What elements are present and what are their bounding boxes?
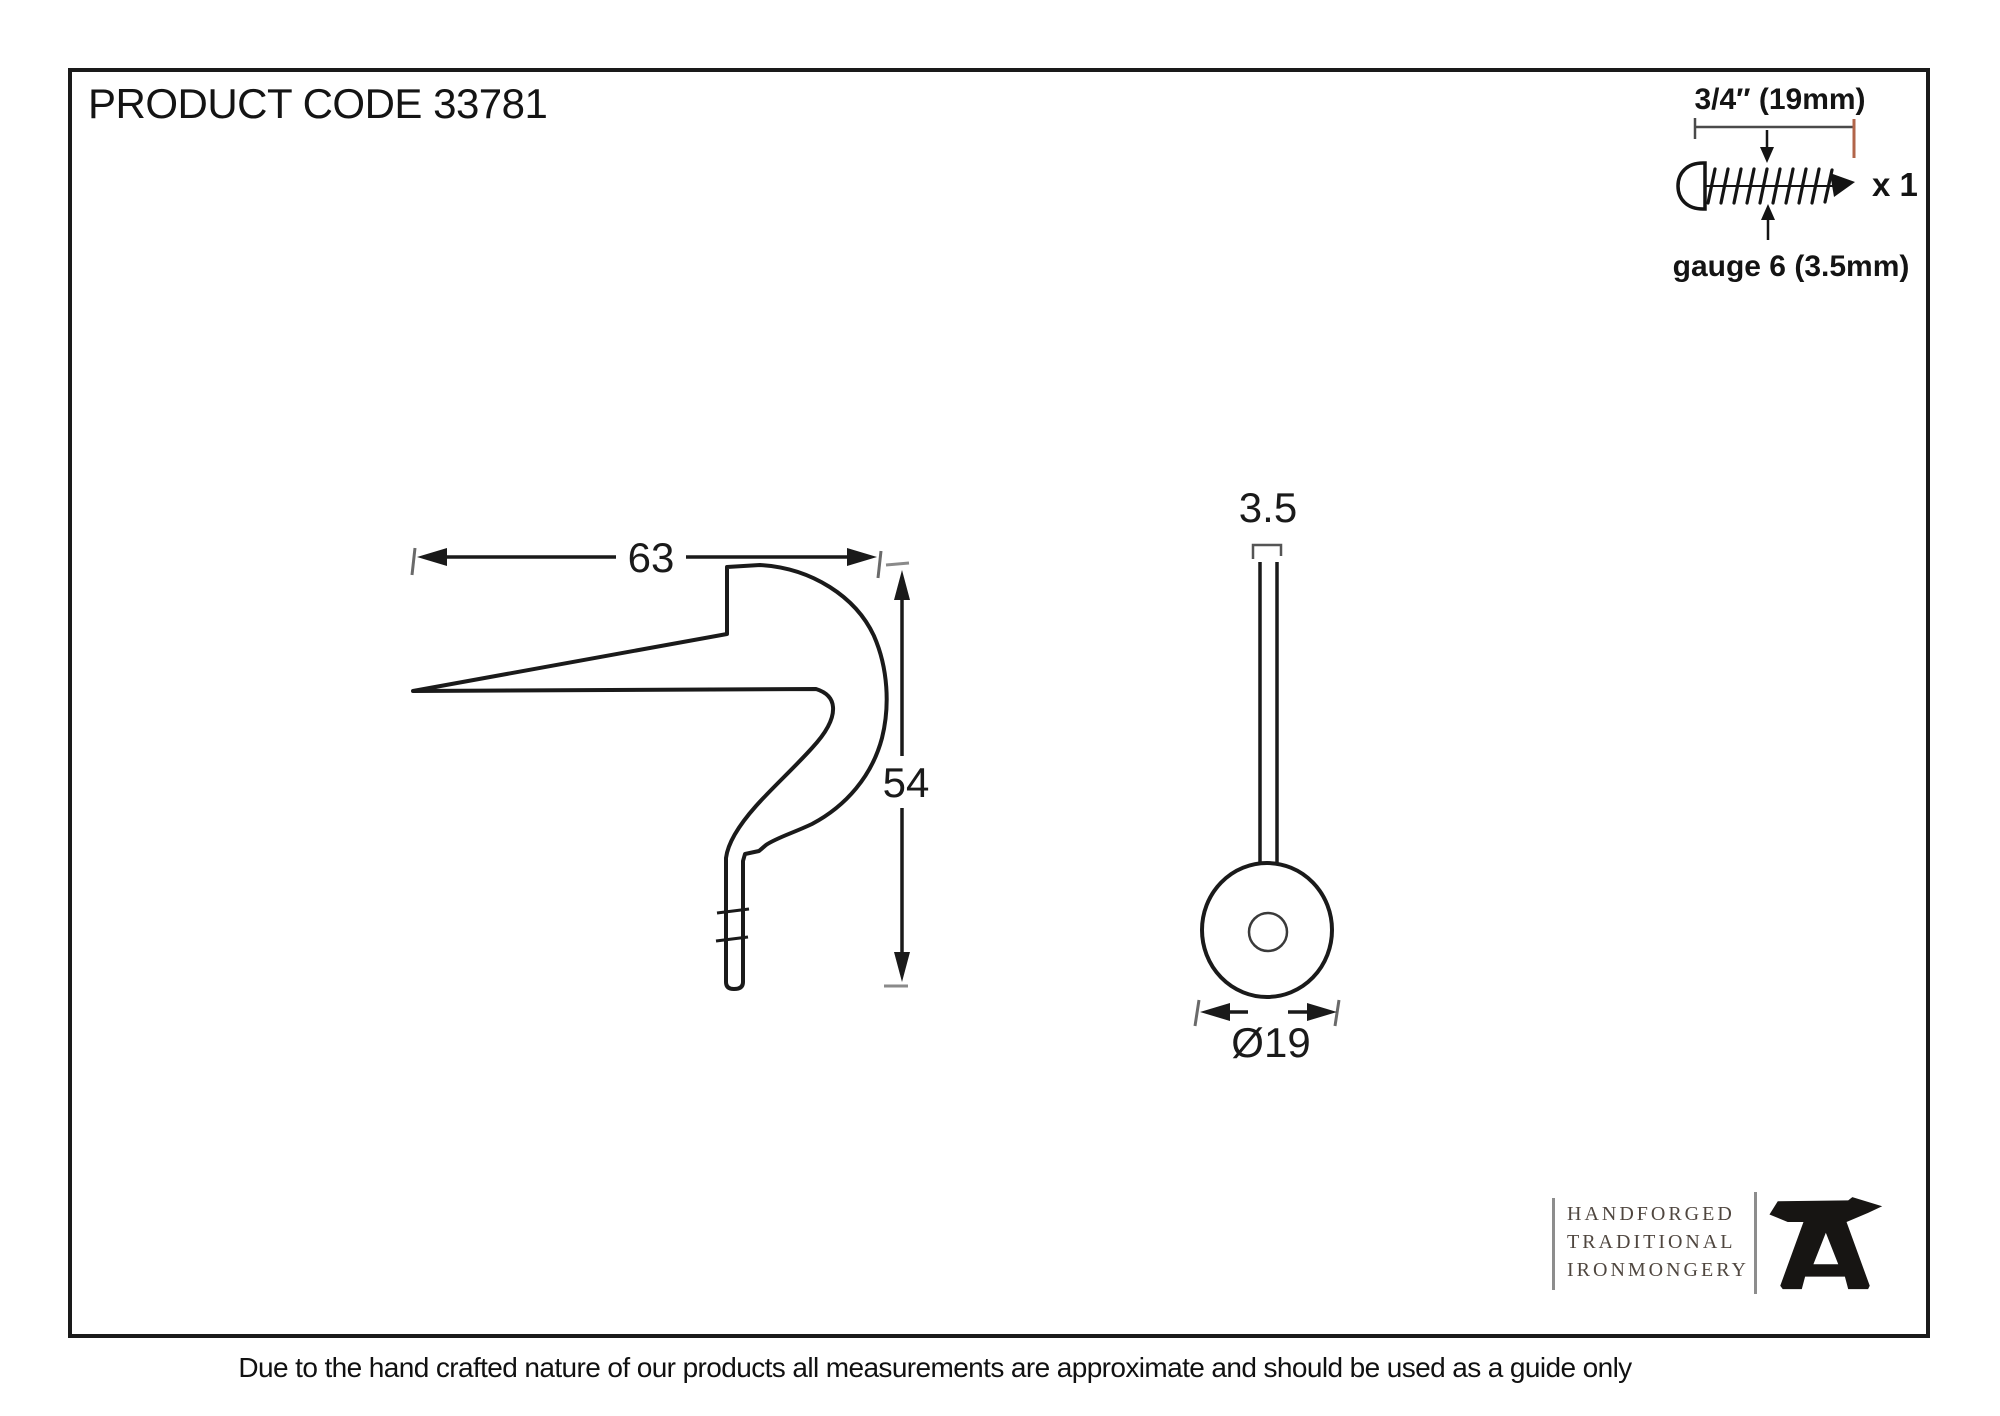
width-dimension: 63 — [410, 534, 883, 581]
side-profile-outline — [411, 563, 889, 991]
screw-detail: 3/4″ (19mm) — [1673, 83, 1918, 283]
logo-text-line3: IRONMONGERY — [1567, 1259, 1749, 1281]
extension-tick — [410, 547, 417, 576]
screw-quantity-label: x 1 — [1872, 166, 1918, 203]
page-title: PRODUCT CODE 33781 — [88, 80, 548, 127]
extension-tick — [876, 550, 883, 579]
screw-threads — [1706, 167, 1834, 205]
screw-head — [1676, 161, 1707, 211]
anvil-icon — [1767, 1196, 1883, 1296]
screw-icon — [1676, 161, 1855, 211]
drawing-border — [68, 68, 1930, 1338]
disclaimer-text: Due to the hand crafted nature of our pr… — [238, 1352, 1632, 1383]
arrowhead-left — [417, 548, 447, 566]
arrowhead-left — [1200, 1003, 1230, 1021]
arrowhead-right — [1307, 1003, 1337, 1021]
screw-gauge-label: gauge 6 (3.5mm) — [1673, 250, 1910, 283]
arrowhead-up — [894, 570, 910, 600]
logo-divider — [1754, 1192, 1757, 1294]
stem-hatch-mark — [715, 935, 749, 943]
logo-divider — [1552, 1198, 1555, 1290]
arrowhead-down — [1760, 147, 1774, 163]
side-profile-view: 63 54 — [410, 534, 930, 991]
extension-tick — [1193, 999, 1201, 1027]
stem-hatch-mark — [716, 907, 750, 915]
logo-text: HANDFORGED TRADITIONAL IRONMONGERY — [1567, 1200, 1749, 1284]
thickness-bracket — [1251, 543, 1283, 559]
height-dimension-label: 54 — [883, 759, 930, 806]
width-dimension-label: 63 — [628, 534, 675, 581]
height-dimension: 54 — [883, 561, 930, 988]
extension-tick — [885, 561, 910, 567]
arrowhead-down — [894, 952, 910, 982]
screw-length-label: 3/4″ (19mm) — [1694, 83, 1865, 116]
thickness-label: 3.5 — [1239, 484, 1297, 531]
front-disc — [1200, 861, 1334, 999]
logo-text-line1: HANDFORGED — [1567, 1203, 1735, 1225]
extension-tick — [1333, 999, 1341, 1027]
front-view: 3.5 Ø19 — [1193, 484, 1341, 1066]
logo-text-line2: TRADITIONAL — [1567, 1231, 1736, 1253]
arrowhead-up — [1761, 204, 1775, 220]
diameter-label: Ø19 — [1231, 1019, 1310, 1066]
brand-logo: HANDFORGED TRADITIONAL IRONMONGERY — [1540, 1186, 1900, 1306]
arrowhead-right — [847, 548, 877, 566]
screw-tip — [1830, 173, 1855, 197]
front-disc-hole — [1247, 911, 1289, 953]
diameter-dimension: Ø19 — [1193, 999, 1341, 1066]
